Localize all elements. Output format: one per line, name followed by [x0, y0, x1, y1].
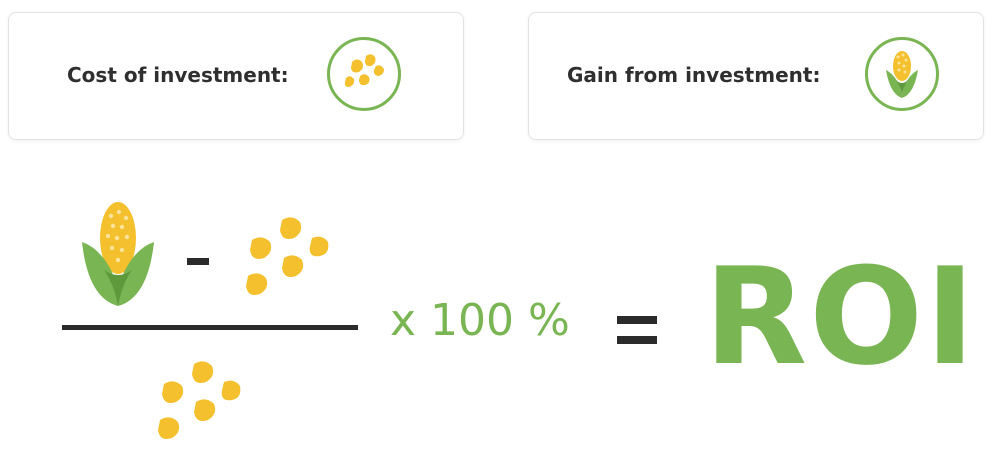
- corn-cob-icon: [886, 51, 918, 98]
- equals-sign-top: [617, 316, 657, 324]
- denominator-corn-kernels-icon: [158, 361, 241, 439]
- numerator-corn-cob-icon: [82, 202, 154, 306]
- gain-from-investment-card: Gain from investment:: [528, 12, 984, 140]
- equals-sign-bottom: [617, 336, 657, 344]
- roi-result-text: ROI: [704, 239, 977, 395]
- cost-of-investment-card: Cost of investment:: [8, 12, 464, 140]
- fraction-bar: [62, 325, 358, 330]
- gain-from-investment-label: Gain from investment:: [567, 63, 821, 87]
- multiplier-text: x 100 %: [390, 295, 570, 346]
- minus-sign: [187, 258, 209, 265]
- corn-kernels-icon: [344, 54, 384, 87]
- cost-of-investment-label: Cost of investment:: [67, 63, 289, 87]
- cost-badge: [327, 37, 401, 111]
- numerator-corn-kernels-icon: [246, 217, 329, 295]
- gain-badge: [865, 37, 939, 111]
